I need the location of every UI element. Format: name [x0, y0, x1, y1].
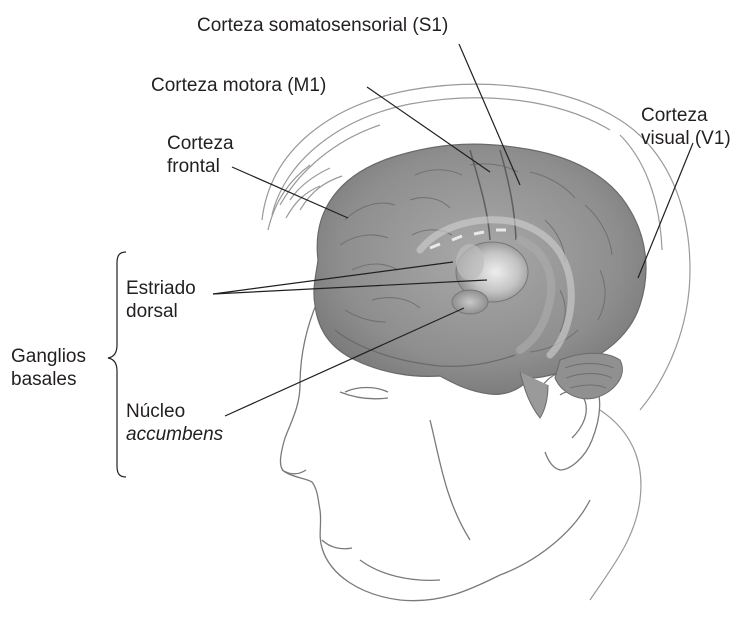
label-dorsal-striatum: Estriado dorsal	[126, 277, 196, 323]
label-basal-ganglia: Ganglios basales	[11, 345, 86, 391]
label-striatum-line2: dorsal	[126, 300, 196, 323]
label-striatum-line1: Estriado	[126, 277, 196, 300]
label-somatosensory-cortex: Corteza somatosensorial (S1)	[197, 14, 448, 37]
label-accumbens-line2: accumbens	[126, 423, 223, 446]
label-motor-cortex: Corteza motora (M1)	[151, 74, 326, 97]
label-frontal-cortex: Corteza frontal	[167, 132, 234, 178]
label-basal-line2: basales	[11, 368, 86, 391]
label-visual-cortex: Corteza visual (V1)	[641, 104, 731, 150]
label-nucleus-accumbens: Núcleo accumbens	[126, 400, 223, 446]
label-frontal-line1: Corteza	[167, 132, 234, 155]
leader-visual	[638, 143, 693, 278]
basal-ganglia-brace	[108, 252, 126, 477]
label-frontal-line2: frontal	[167, 155, 234, 178]
brain	[314, 144, 646, 418]
label-visual-line1: Corteza	[641, 104, 731, 127]
label-accumbens-line1: Núcleo	[126, 400, 223, 423]
label-visual-line2: visual (V1)	[641, 127, 731, 150]
label-basal-line1: Ganglios	[11, 345, 86, 368]
